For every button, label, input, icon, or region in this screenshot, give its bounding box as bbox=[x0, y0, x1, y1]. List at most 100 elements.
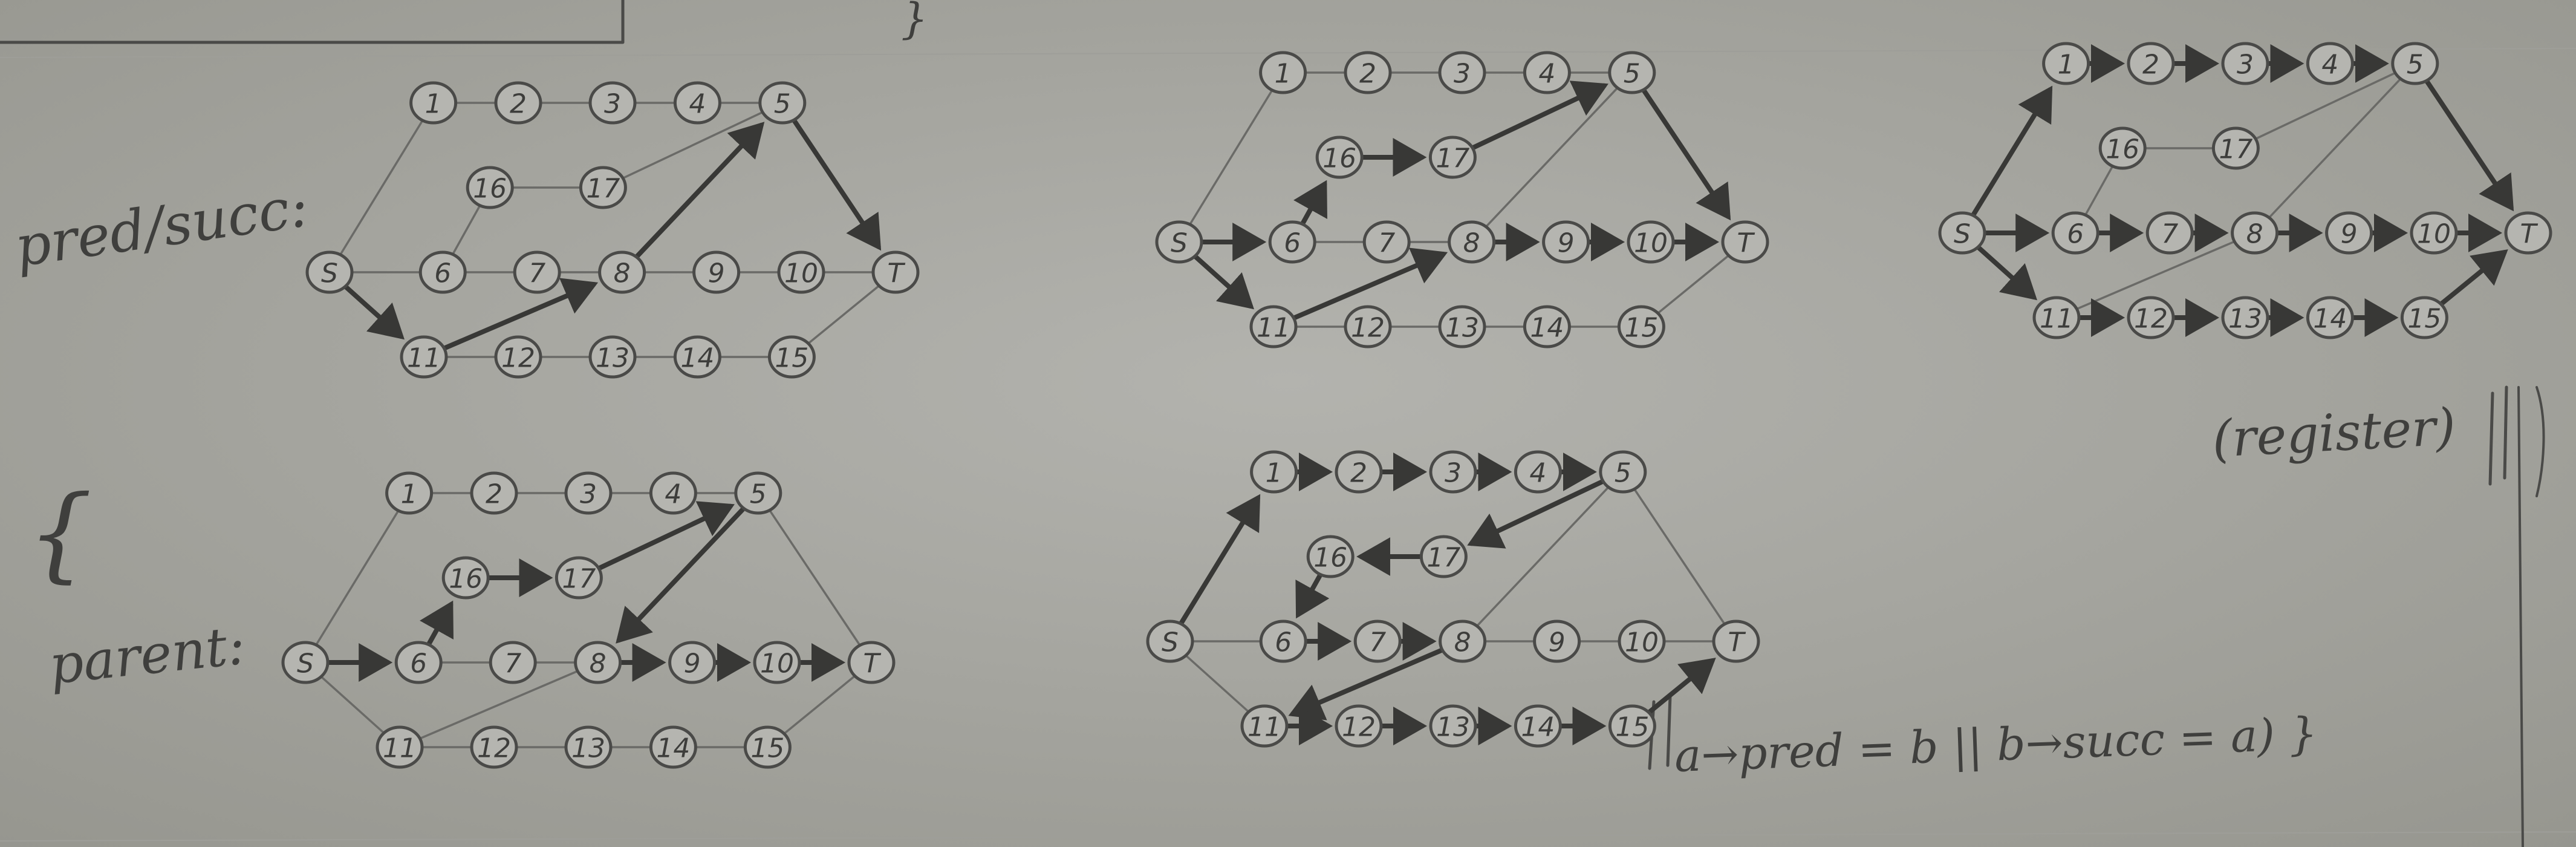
node-circle bbox=[1608, 51, 1656, 94]
node-label: T bbox=[2520, 219, 2539, 250]
node-label: 12 bbox=[1342, 712, 1376, 743]
node-n7: 7 bbox=[513, 250, 561, 294]
node-label: 1 bbox=[401, 479, 418, 510]
node-n1: 1 bbox=[409, 81, 458, 125]
directed-edge bbox=[1178, 494, 1261, 627]
edge bbox=[1461, 471, 1624, 643]
node-label: 2 bbox=[510, 89, 527, 120]
node-n13: 13 bbox=[1438, 305, 1486, 348]
node-circle bbox=[847, 641, 896, 684]
node-label: 14 bbox=[680, 343, 714, 374]
directed-edge bbox=[633, 122, 765, 261]
node-n15: 15 bbox=[1608, 704, 1656, 748]
node-label: 10 bbox=[760, 649, 794, 679]
node-label: 7 bbox=[2161, 219, 2178, 250]
node-n4: 4 bbox=[2306, 42, 2354, 85]
node-circle bbox=[692, 250, 741, 294]
node-circle bbox=[2145, 211, 2194, 255]
node-n1: 1 bbox=[2042, 42, 2090, 85]
node-n15: 15 bbox=[767, 335, 816, 379]
directed-edge bbox=[1293, 180, 1327, 227]
node-label: 3 bbox=[604, 89, 621, 120]
node-n12: 12 bbox=[470, 725, 518, 769]
node-label: 15 bbox=[1624, 313, 1658, 344]
node-circle bbox=[400, 335, 448, 379]
node-circle bbox=[2127, 42, 2175, 85]
node-label: 17 bbox=[2219, 134, 2252, 165]
node-n1: 1 bbox=[1250, 450, 1298, 494]
node-circle bbox=[494, 81, 542, 125]
directed-edge bbox=[1288, 646, 1447, 721]
directed-edge bbox=[616, 505, 747, 644]
node-label: 14 bbox=[2313, 304, 2347, 335]
node-circle bbox=[409, 81, 458, 125]
node-circle bbox=[1523, 305, 1571, 348]
node-circle bbox=[1335, 450, 1383, 494]
node-label: 1 bbox=[1266, 458, 1283, 489]
node-label: 17 bbox=[562, 564, 596, 595]
node-label: 9 bbox=[1558, 228, 1575, 259]
node-label: 17 bbox=[1436, 143, 1469, 174]
node-label: 3 bbox=[1445, 458, 1462, 489]
node-n11: 11 bbox=[376, 725, 424, 769]
node-n12: 12 bbox=[1335, 704, 1383, 748]
node-label: 17 bbox=[1426, 543, 1460, 574]
edge bbox=[757, 492, 873, 664]
top-fragment: } bbox=[901, 0, 928, 44]
node-circle bbox=[1240, 704, 1289, 748]
node-label: 13 bbox=[571, 733, 605, 764]
node-label: T bbox=[864, 649, 882, 679]
node-label: 2 bbox=[486, 479, 503, 510]
node-circle bbox=[513, 250, 561, 294]
node-circle bbox=[441, 556, 490, 600]
node-label: 1 bbox=[425, 89, 442, 120]
node-circle bbox=[2306, 42, 2354, 85]
node-circle bbox=[2221, 296, 2269, 339]
node-label: T bbox=[1728, 627, 1746, 658]
node-circle bbox=[1712, 620, 1760, 663]
node-label: 9 bbox=[2341, 219, 2358, 250]
node-n10: 10 bbox=[777, 250, 825, 294]
node-circle bbox=[734, 471, 782, 515]
node-n6: 6 bbox=[418, 250, 467, 294]
node-label: 15 bbox=[775, 343, 808, 374]
edge bbox=[304, 492, 411, 664]
node-n14: 14 bbox=[649, 725, 697, 769]
node-n14: 14 bbox=[2306, 296, 2354, 339]
directed-edge bbox=[1467, 478, 1607, 549]
node-n13: 13 bbox=[1429, 704, 1477, 748]
node-S: S bbox=[281, 641, 330, 684]
node-n13: 13 bbox=[564, 725, 613, 769]
node-circle bbox=[2221, 42, 2269, 85]
node-circle bbox=[767, 335, 816, 379]
node-n17: 17 bbox=[1428, 136, 1477, 179]
node-n3: 3 bbox=[588, 81, 637, 125]
node-label: S bbox=[1954, 219, 1971, 250]
node-circle bbox=[1533, 620, 1581, 663]
node-circle bbox=[1617, 305, 1665, 348]
node-label: 7 bbox=[529, 258, 545, 289]
node-circle bbox=[2306, 296, 2354, 339]
node-label: 14 bbox=[1530, 313, 1564, 344]
node-n2: 2 bbox=[470, 471, 518, 515]
node-n7: 7 bbox=[1362, 220, 1411, 264]
node-n8: 8 bbox=[1448, 220, 1496, 264]
node-label: 8 bbox=[1454, 627, 1471, 658]
node-n1: 1 bbox=[385, 471, 434, 515]
node-S: S bbox=[1938, 211, 1986, 255]
directed-edge bbox=[2437, 249, 2508, 308]
node-label: 1 bbox=[2058, 50, 2075, 80]
node-label: 9 bbox=[1549, 627, 1566, 658]
node-circle bbox=[1429, 450, 1477, 494]
node-circle bbox=[1344, 305, 1392, 348]
node-circle bbox=[394, 641, 443, 684]
node-label: 3 bbox=[1454, 59, 1471, 90]
node-circle bbox=[777, 250, 825, 294]
node-label: 2 bbox=[2142, 50, 2159, 80]
node-circle bbox=[1599, 450, 1647, 494]
node-n2: 2 bbox=[1344, 51, 1392, 94]
node-circle bbox=[2231, 211, 2279, 255]
